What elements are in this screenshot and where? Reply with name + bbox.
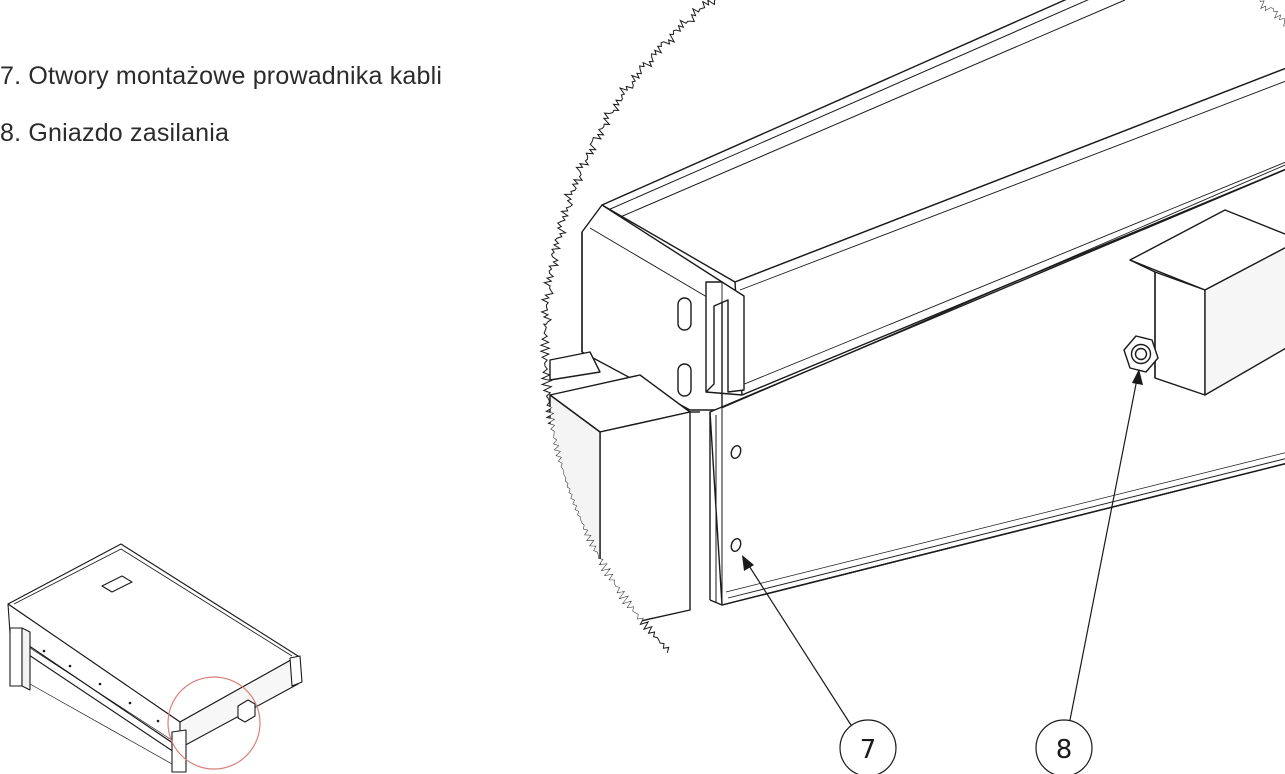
arrowhead-7	[742, 555, 754, 571]
power-box-top	[1129, 209, 1285, 291]
detail-wavy-boundary	[539, 0, 1285, 654]
callout-7: 7	[742, 555, 897, 774]
bracket-slot-upper	[677, 297, 692, 331]
overview-device	[7, 543, 303, 773]
mounting-hole-lower	[730, 538, 742, 552]
callout-8: 8	[1035, 369, 1143, 774]
leader-line-8	[1069, 373, 1139, 721]
mounting-hole-upper	[730, 445, 742, 459]
arrowhead-8	[1132, 369, 1143, 385]
adjacent-block-front	[599, 411, 691, 631]
callout-number-7: 7	[860, 735, 877, 765]
callout-number-8: 8	[1056, 735, 1073, 765]
legend-item-mounting-holes: 7. Otwory montażowe prowadnika kabli	[0, 62, 443, 90]
power-box-side	[1204, 239, 1285, 396]
power-box-front	[1154, 271, 1206, 396]
leader-line-7	[743, 557, 859, 737]
callout-balloon-8	[1035, 719, 1093, 774]
cable-guide-top-face	[601, 0, 1285, 283]
detail-view: 7 8	[539, 0, 1285, 774]
overview-detail-circle	[167, 676, 261, 770]
callout-balloon-7	[839, 719, 897, 774]
legend-item-power-socket: 8. Gniazdo zasilania	[0, 119, 230, 147]
bracket-slot-lower	[677, 363, 692, 397]
overview-handle-slot	[101, 575, 133, 593]
